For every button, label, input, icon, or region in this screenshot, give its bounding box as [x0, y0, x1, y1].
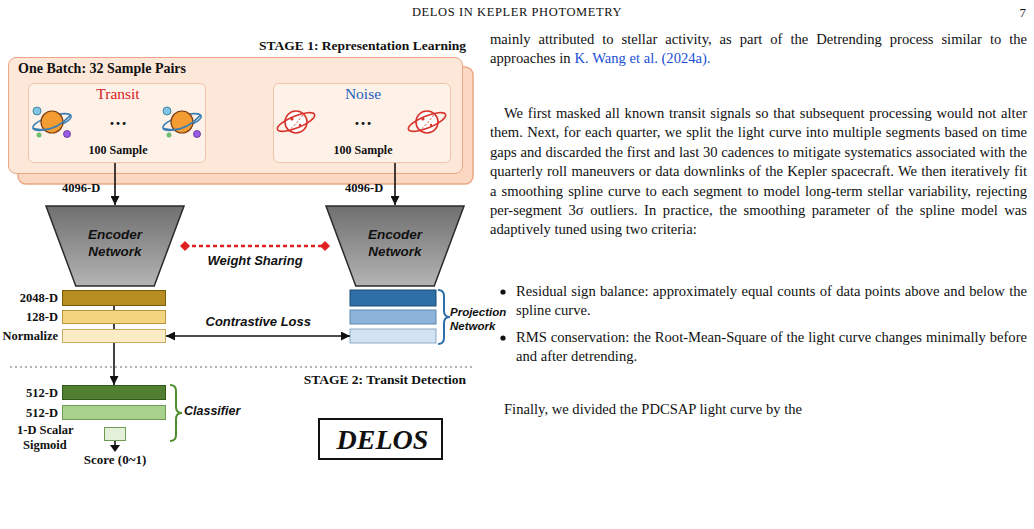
- output-label: 1-D Scalar: [17, 423, 97, 438]
- logo-box: DELOS: [318, 418, 443, 460]
- logo-text: DELOS: [320, 423, 445, 457]
- encoder-trapezoid: Encoder Network: [325, 205, 465, 287]
- output-label: Score (0~1): [55, 452, 175, 468]
- encoder-label: Encoder Network: [70, 226, 160, 260]
- projection-bar: [350, 310, 436, 324]
- weight-sharing-line: [185, 245, 325, 248]
- dimension-label: 512-D: [1, 406, 58, 421]
- classifier-bar: 512-D: [62, 385, 166, 400]
- dimension-label: 2048-D: [1, 291, 58, 306]
- paragraph: Finally, we divided the PDCSAP light cur…: [490, 400, 1027, 419]
- encoder-shape: [326, 206, 464, 286]
- connector-label: Contrastive Loss: [206, 314, 311, 329]
- output-box: 1-D ScalarSigmoid: [104, 427, 126, 441]
- sample-count: 100 Sample: [318, 143, 408, 158]
- bracket-label: Classifier: [184, 404, 264, 418]
- citation-link: K. Wang et al. (2024a).: [575, 50, 711, 66]
- feature-bar: Normalize: [62, 329, 166, 343]
- page-number: 7: [1000, 5, 1026, 21]
- dimension-label: 4096-D: [62, 181, 112, 196]
- projection-label: Projection Network: [450, 305, 512, 333]
- encoder-label: Encoder Network: [350, 226, 440, 260]
- class-name: Noise: [333, 85, 393, 103]
- feature-bar: 2048-D: [62, 290, 166, 306]
- encoder-trapezoid: Encoder Network: [45, 205, 185, 287]
- dimension-label: 128-D: [1, 310, 58, 325]
- dimension-label: 4096-D: [345, 181, 395, 196]
- projection-bar: [350, 329, 436, 343]
- arrow-connector: [166, 335, 350, 337]
- ellipsis: …: [98, 110, 138, 128]
- arrow-connector: [114, 163, 116, 205]
- bullet-item: RMS conservation: the Root-Mean-Square o…: [516, 328, 1027, 367]
- output-label: Sigmoid: [23, 438, 103, 453]
- bullet-dot: [500, 289, 505, 294]
- ellipsis: …: [343, 110, 383, 128]
- arrow-connector: [394, 163, 396, 205]
- projection-bracket: [438, 290, 450, 344]
- stage-title: STAGE 2: Transit Detection: [280, 372, 466, 388]
- encoder-shape: [46, 206, 184, 286]
- batch-box: One Batch: 32 Sample PairsTransit … 100 Sa…: [8, 57, 463, 174]
- paragraph: mainly attributed to stellar activity, a…: [490, 30, 1027, 69]
- bullet-dot: [500, 335, 505, 340]
- dimension-label: Normalize: [1, 329, 58, 344]
- paragraph: We first masked all known transit signal…: [490, 104, 1027, 240]
- batch-title: One Batch: 32 Sample Pairs: [18, 61, 278, 77]
- score-arrow-head: [110, 445, 120, 452]
- sample-count: 100 Sample: [73, 143, 163, 158]
- projection-stack: Projection Network: [350, 290, 436, 344]
- feature-bar: 128-D: [62, 310, 166, 324]
- classifier-bar: 512-D: [62, 405, 166, 420]
- classifier-bracket: [170, 385, 182, 441]
- projection-bar: [350, 290, 436, 306]
- paragraph-text: mainly attributed to stellar activity, a…: [490, 31, 1027, 66]
- dimension-label: 512-D: [1, 386, 58, 401]
- bullet-item: Residual sign balance: approximately equ…: [516, 282, 1027, 321]
- stage-divider: [10, 366, 472, 368]
- class-name: Transit: [88, 85, 148, 103]
- connector-label: Weight Sharing: [208, 253, 303, 268]
- stage-title: STAGE 1: Representation Learning: [250, 38, 466, 54]
- running-header: DELOS IN KEPLER PHOTOMETRY: [317, 5, 717, 20]
